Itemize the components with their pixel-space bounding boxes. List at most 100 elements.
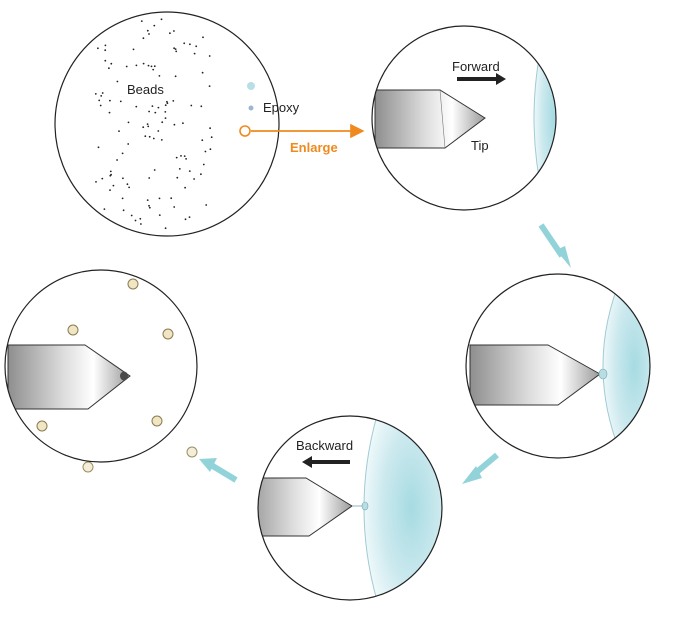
bead-dot [135, 105, 138, 108]
bead-dot [180, 155, 182, 157]
bead-dot [121, 197, 124, 200]
bead-dot [164, 111, 167, 113]
bead-dot [174, 75, 177, 78]
bead-dot [157, 130, 160, 132]
bead-dot [147, 125, 150, 128]
bead-dot [175, 50, 178, 53]
bead-dot [101, 177, 104, 180]
epoxy-body [534, 26, 556, 210]
bead-dot [201, 139, 204, 142]
bead-dot [151, 105, 154, 107]
bead-dot [153, 24, 156, 27]
bead-dot [110, 173, 112, 176]
bead-dot [135, 64, 138, 67]
bead-dot [109, 99, 111, 102]
bead-dot [173, 206, 176, 208]
forward-label: Forward [452, 59, 500, 74]
bead-dot [208, 55, 211, 57]
bead-dot [169, 32, 171, 35]
bead-dot [204, 150, 207, 153]
backward-label: Backward [296, 438, 353, 453]
bead-dot [146, 123, 149, 125]
loaded-circle [4, 269, 198, 473]
bead-dot [210, 136, 213, 139]
bead-dot [134, 219, 137, 222]
bead-dot [128, 186, 131, 189]
bead-dot [173, 47, 176, 50]
bead-dot [152, 137, 155, 140]
bead-dot [100, 95, 103, 97]
bead-dot [202, 36, 204, 39]
bead-dot [201, 71, 204, 74]
metal-tip-icon [258, 477, 353, 537]
bead-dot [140, 20, 143, 22]
bead-dot [152, 68, 155, 71]
tip-label: Tip [471, 138, 489, 153]
bead-dot [112, 184, 115, 187]
bead-dot [172, 100, 175, 102]
bead-icon [186, 446, 198, 458]
backward-circle: Backward [257, 415, 443, 601]
bead-dot [205, 204, 208, 206]
bead-dot [108, 67, 110, 70]
bead-dot [182, 122, 184, 125]
bead-dot [160, 18, 163, 21]
bead-dot [157, 106, 160, 109]
bead-dot [125, 65, 128, 68]
bead-dot [147, 64, 150, 67]
bead-dot [132, 48, 135, 51]
overview-circle: Beads Epoxy [54, 11, 300, 237]
bead-dot [183, 42, 186, 45]
bead-dot [142, 126, 145, 129]
bead-dot [174, 48, 177, 50]
epoxy-small-icon [248, 105, 254, 111]
bead-dot [109, 170, 112, 173]
bead-dot [144, 135, 147, 138]
bead-dot [158, 75, 161, 77]
bead-icon [82, 461, 94, 473]
forward-arrow-icon [457, 73, 506, 85]
bead-dot [153, 65, 156, 68]
bead-dot [108, 111, 111, 114]
bead-dot [160, 139, 163, 141]
bead-dot [116, 80, 119, 83]
enlarge-marker-icon [239, 125, 251, 137]
bead-dot [122, 177, 124, 180]
bead-dot [176, 176, 179, 179]
bead-dot [175, 156, 178, 159]
bead-dot [166, 100, 168, 103]
bead-icon [127, 278, 139, 290]
enlarge-label: Enlarge [290, 140, 338, 155]
bead-dot [127, 143, 130, 145]
bead-dot [184, 218, 187, 221]
bead-dot [164, 227, 167, 230]
bead-dot [208, 85, 211, 87]
bead-dots-field [94, 18, 213, 230]
bead-dot [109, 189, 111, 192]
beads-label: Beads [127, 82, 164, 97]
bead-dot [101, 92, 104, 94]
bead-dot [189, 43, 191, 46]
metal-tip-icon [374, 89, 486, 149]
bead-dot [98, 99, 101, 102]
bead-icon [151, 415, 163, 427]
bead-dot [148, 33, 150, 35]
bead-dot [183, 155, 186, 158]
bead-dot [193, 52, 196, 55]
bead-dot [184, 186, 187, 189]
bead-dot [97, 47, 99, 50]
flow-arrow-3 [199, 458, 238, 483]
flow-arrow-2 [462, 452, 499, 484]
bead-icon [162, 328, 174, 340]
bead-dot [193, 178, 196, 180]
bead-dot [188, 216, 191, 219]
bead-dot [94, 93, 97, 95]
bead-dot [127, 121, 130, 124]
bead-dot [139, 217, 142, 220]
bead-icon [36, 420, 48, 432]
bead-icon [67, 324, 79, 336]
bead-dot [158, 214, 161, 217]
forward-circle: Forward Tip [371, 25, 557, 211]
bead-dot [142, 62, 145, 65]
